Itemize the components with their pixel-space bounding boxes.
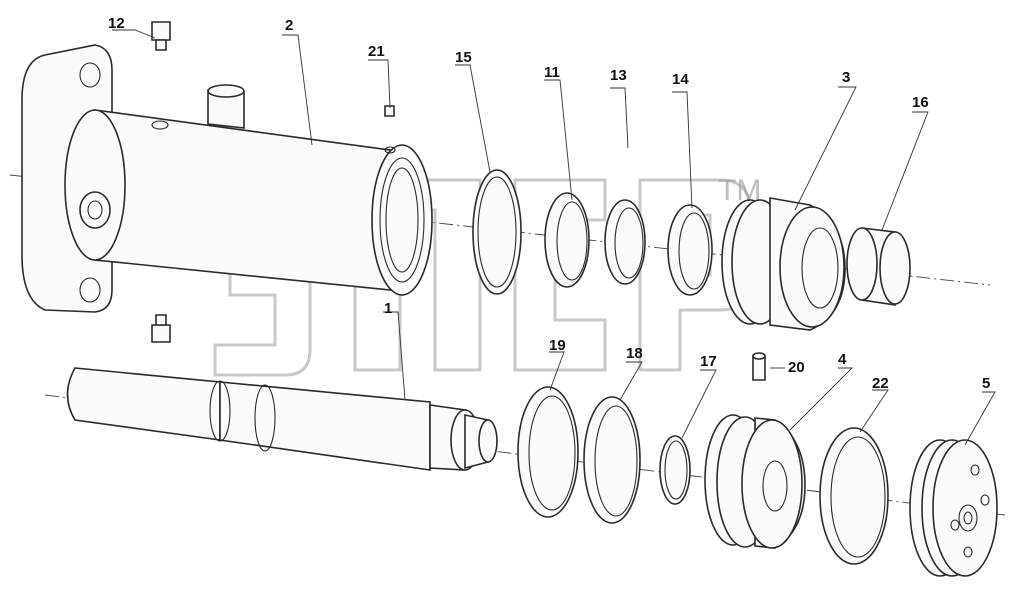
label-19: 19 (549, 337, 566, 354)
label-4: 4 (838, 351, 847, 368)
label-14: 14 (672, 71, 689, 88)
label-5: 5 (982, 375, 990, 392)
leader-lines (112, 29, 996, 446)
part-16-sleeve (846, 227, 911, 306)
part-12-bolt (151, 21, 171, 51)
part-5-end-cap (909, 439, 998, 577)
lower-bolt (151, 314, 171, 343)
part-4-piston (704, 414, 806, 549)
label-17: 17 (700, 353, 717, 370)
label-15: 15 (455, 49, 472, 66)
part-2-cylinder-housing (21, 44, 433, 313)
label-3: 3 (842, 69, 850, 86)
label-18: 18 (626, 345, 643, 362)
part-21-plug (384, 105, 395, 117)
part-19-split-ring (517, 386, 579, 518)
label-16: 16 (912, 94, 929, 111)
part-11-ring (544, 192, 590, 288)
label-11: 11 (544, 64, 560, 81)
part-18-ring (583, 396, 641, 524)
label-22: 22 (872, 375, 889, 392)
part-3-gland (721, 197, 846, 331)
part-22-ring (819, 427, 889, 565)
part-17-o-ring (659, 435, 691, 505)
part-1-piston-rod (66, 367, 498, 471)
label-2: 2 (285, 17, 293, 34)
part-14-ring (667, 204, 713, 296)
part-15-o-ring (472, 169, 522, 295)
label-1: 1 (384, 300, 392, 317)
label-21: 21 (368, 43, 385, 60)
label-12: 12 (108, 15, 125, 32)
part-13-ring (604, 199, 646, 285)
label-13: 13 (610, 67, 627, 84)
label-20: 20 (788, 359, 805, 376)
part-20-pin (752, 352, 766, 381)
